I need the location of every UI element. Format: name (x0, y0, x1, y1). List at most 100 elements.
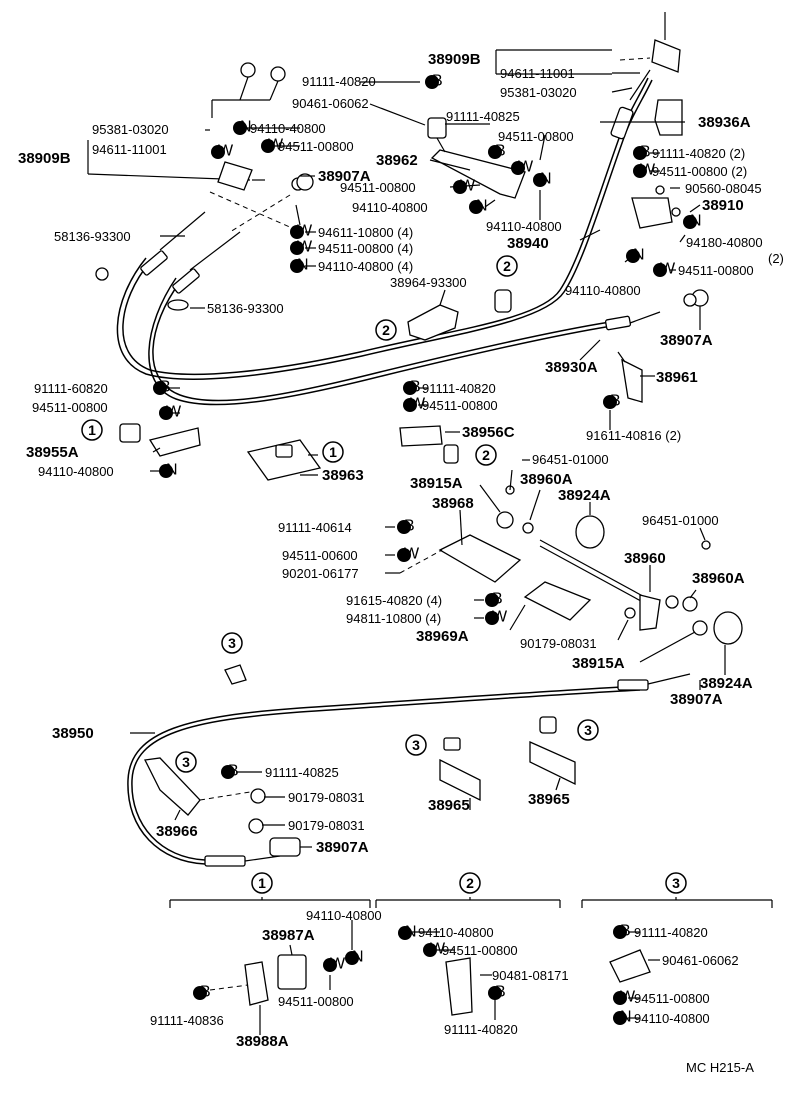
bracket-38965-b (529, 716, 576, 786)
diagram-code: MC H215-A (686, 1060, 754, 1075)
svg-text:38963: 38963 (322, 467, 364, 484)
svg-text:38968: 38968 (432, 495, 474, 512)
bracket-38910 (631, 185, 681, 229)
svg-text:38960: 38960 (624, 550, 666, 567)
svg-text:91111-40825: 91111-40825 (446, 109, 520, 124)
bracket-38955A (119, 423, 201, 457)
svg-text:91611-40816 (2): 91611-40816 (2) (586, 428, 681, 443)
svg-text:38966: 38966 (156, 823, 198, 840)
svg-text:94110-40800: 94110-40800 (352, 200, 428, 215)
detail-group-frames (169, 897, 773, 908)
svg-text:94511-00600: 94511-00600 (282, 548, 358, 563)
svg-text:38936A: 38936A (698, 114, 751, 131)
bracket-38966 (144, 757, 301, 857)
svg-text:38930A: 38930A (545, 359, 598, 376)
svg-text:1: 1 (258, 875, 266, 891)
svg-text:94511-00800: 94511-00800 (678, 263, 754, 278)
cable-38950 (127, 685, 641, 865)
svg-text:94511-00800: 94511-00800 (422, 398, 498, 413)
svg-text:38955A: 38955A (26, 444, 79, 461)
svg-text:2: 2 (503, 258, 511, 274)
svg-text:91111-40820: 91111-40820 (634, 925, 708, 940)
plate-38968 (399, 534, 522, 583)
svg-text:38909B: 38909B (428, 51, 481, 68)
svg-text:58136-93300: 58136-93300 (207, 301, 284, 316)
svg-text:90461-06062: 90461-06062 (292, 96, 369, 111)
svg-text:94511-00800: 94511-00800 (278, 994, 354, 1009)
svg-text:90481-08171: 90481-08171 (492, 968, 569, 983)
svg-text:94611-11001: 94611-11001 (500, 66, 575, 81)
bracket-38964-93300 (407, 289, 512, 341)
bracket-38956C (399, 425, 459, 464)
svg-text:90461-06062: 90461-06062 (662, 953, 739, 968)
svg-text:96451-01000: 96451-01000 (532, 452, 609, 467)
svg-text:38907A: 38907A (660, 332, 713, 349)
bracket-38965-a (439, 737, 481, 802)
svg-text:94180-40800: 94180-40800 (686, 235, 763, 250)
svg-text:94511-00800: 94511-00800 (32, 400, 108, 415)
svg-text:38907A: 38907A (670, 691, 723, 708)
svg-text:1: 1 (329, 444, 337, 460)
svg-text:94811-10800 (4): 94811-10800 (4) (346, 611, 441, 626)
svg-text:91111-40614: 91111-40614 (278, 520, 352, 535)
svg-text:94110-40800: 94110-40800 (418, 925, 494, 940)
svg-text:94511-00800: 94511-00800 (498, 129, 574, 144)
svg-text:38964-93300: 38964-93300 (390, 275, 467, 290)
svg-text:94110-40800 (4): 94110-40800 (4) (318, 259, 413, 274)
svg-text:90179-08031: 90179-08031 (520, 636, 597, 651)
svg-text:91111-60820: 91111-60820 (34, 381, 108, 396)
svg-text:94110-40800: 94110-40800 (38, 464, 114, 479)
bracket-38936A (654, 99, 683, 136)
svg-text:2: 2 (466, 875, 474, 891)
fastener-badges (153, 72, 702, 1026)
svg-text:58136-93300: 58136-93300 (54, 229, 131, 244)
svg-text:90179-08031: 90179-08031 (288, 790, 365, 805)
cable-38930A (148, 277, 613, 406)
svg-text:91111-40836: 91111-40836 (150, 1013, 224, 1028)
svg-text:94611-11001: 94611-11001 (92, 142, 167, 157)
svg-text:3: 3 (412, 737, 420, 753)
svg-text:91111-40820: 91111-40820 (444, 1022, 518, 1037)
svg-text:91111-40820 (2): 91111-40820 (2) (652, 146, 745, 161)
cable-fittings (140, 69, 691, 867)
svg-text:2: 2 (482, 447, 490, 463)
svg-text:38987A: 38987A (262, 927, 315, 944)
svg-text:3: 3 (182, 754, 190, 770)
bracket-38969A (523, 581, 592, 621)
bracket-38961 (617, 351, 643, 403)
clip-38907A-right (683, 289, 709, 307)
svg-text:91615-40820 (4): 91615-40820 (4) (346, 593, 442, 608)
reference-callouts: 2 2 1 1 2 3 3 3 3 1 2 3 (81, 255, 687, 894)
detail-3-parts (609, 949, 651, 983)
clip-3 (224, 664, 247, 685)
svg-text:91111-40820: 91111-40820 (422, 381, 496, 396)
svg-text:94511-00800: 94511-00800 (442, 943, 518, 958)
svg-text:94110-40800: 94110-40800 (250, 121, 326, 136)
svg-text:38965: 38965 (528, 791, 570, 808)
svg-text:38969A: 38969A (416, 628, 469, 645)
svg-text:3: 3 (228, 635, 236, 651)
svg-text:1: 1 (88, 422, 96, 438)
svg-text:94511-00800: 94511-00800 (340, 180, 416, 195)
svg-text:38915A: 38915A (572, 655, 625, 672)
bracket-38963 (246, 439, 322, 481)
svg-text:91111-40820: 91111-40820 (302, 74, 376, 89)
svg-text:38924A: 38924A (700, 675, 753, 692)
svg-text:94611-10800 (4): 94611-10800 (4) (318, 225, 413, 240)
svg-text:94511-00800 (4): 94511-00800 (4) (318, 241, 413, 256)
svg-text:91111-40825: 91111-40825 (265, 765, 339, 780)
svg-text:38950: 38950 (52, 725, 94, 742)
shaft-38960 (496, 485, 743, 645)
svg-text:95381-03020: 95381-03020 (500, 85, 577, 100)
svg-text:94511-00800: 94511-00800 (634, 991, 710, 1006)
svg-text:38907A: 38907A (316, 839, 369, 856)
svg-text:96451-01000: 96451-01000 (642, 513, 719, 528)
svg-text:38961: 38961 (656, 369, 698, 386)
svg-text:94110-40800: 94110-40800 (306, 908, 382, 923)
svg-text:3: 3 (672, 875, 680, 891)
svg-text:38956C: 38956C (462, 424, 515, 441)
svg-text:90201-06177: 90201-06177 (282, 566, 359, 581)
svg-text:38924A: 38924A (558, 487, 611, 504)
svg-text:95381-03020: 95381-03020 (92, 122, 169, 137)
